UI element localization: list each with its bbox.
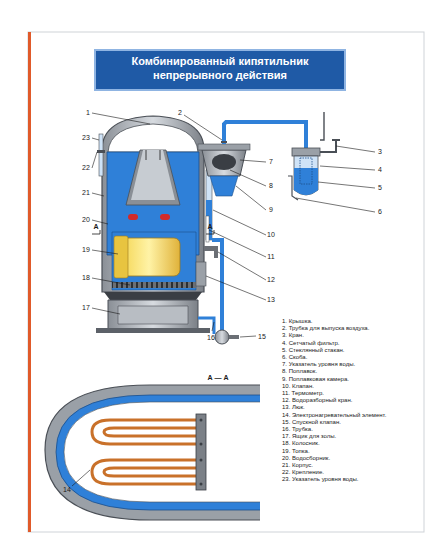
callout-number: 22 bbox=[82, 164, 90, 172]
legend-list-item: 15. Спускной клапан. bbox=[282, 419, 420, 426]
legend-list-item: 17. Ящик для золы. bbox=[282, 433, 420, 440]
callout-number: 15 bbox=[258, 333, 266, 341]
callout-number: 12 bbox=[267, 276, 275, 284]
legend-list-item: 22. Крепление. bbox=[282, 469, 420, 476]
legend-list-item: 6. Скоба. bbox=[282, 354, 420, 361]
legend-list-item: 23. Указатель уровня воды. bbox=[282, 476, 420, 483]
callout-number: 11 bbox=[267, 253, 274, 261]
section-mark: А — А bbox=[208, 374, 229, 381]
callout-number: 20 bbox=[82, 216, 90, 224]
callout-number: 7 bbox=[269, 158, 273, 166]
legend-list-item: 3. Кран. bbox=[282, 332, 420, 339]
legend-list-item: 14. Электронагревательный элемент. bbox=[282, 412, 420, 419]
callout-number: 14 bbox=[63, 486, 71, 494]
legend-list-item: 20. Водосборник. bbox=[282, 455, 420, 462]
callout-number: 2 bbox=[178, 109, 182, 117]
callout-number: 5 bbox=[378, 184, 382, 192]
callout-number: 18 bbox=[82, 274, 90, 282]
legend-list-item: 13. Люк. bbox=[282, 404, 420, 411]
legend-list-item: 16. Трубка. bbox=[282, 426, 420, 433]
callout-number: 23 bbox=[82, 134, 90, 142]
callout-number: 6 bbox=[378, 208, 382, 216]
legend-list-item: 19. Топка. bbox=[282, 448, 420, 455]
callout-number: 19 bbox=[82, 246, 90, 254]
legend-list-item: 7. Указатель уровня воды. bbox=[282, 361, 420, 368]
callout-number: 1 bbox=[86, 109, 90, 117]
legend-list-item: 4. Сетчатый фильтр. bbox=[282, 340, 420, 347]
callout-number: 10 bbox=[267, 231, 275, 239]
legend-list-item: 5. Стеклянный стакан. bbox=[282, 347, 420, 354]
legend-list-item: 18. Колосник. bbox=[282, 440, 420, 447]
callout-number: 21 bbox=[82, 189, 90, 197]
legend-list-item: 10. Клапан. bbox=[282, 383, 420, 390]
legend-list-item: 12. Водоразборный кран. bbox=[282, 397, 420, 404]
poster-title: Комбинированный кипятильник непрерывного… bbox=[100, 54, 340, 82]
callout-number: 9 bbox=[269, 206, 273, 214]
section-mark: А bbox=[207, 223, 212, 230]
legend-list-item: 2. Трубка для выпуска воздуха. bbox=[282, 325, 420, 332]
section-mark: А bbox=[93, 223, 98, 230]
callout-number: 17 bbox=[82, 304, 90, 312]
legend-list-item: 8. Поплавок. bbox=[282, 368, 420, 375]
callout-number: 4 bbox=[378, 166, 382, 174]
legend-list-item: 11. Термометр. bbox=[282, 390, 420, 397]
legend-list-item: 21. Корпус. bbox=[282, 462, 420, 469]
callout-number: 3 bbox=[378, 148, 382, 156]
callout-number: 8 bbox=[269, 182, 273, 190]
callout-number: 13 bbox=[267, 296, 275, 304]
callout-number: 16 bbox=[207, 334, 215, 342]
legend-list-item: 9. Поплавковая камера. bbox=[282, 376, 420, 383]
legend-list-item: 1. Крышка. bbox=[282, 318, 420, 325]
